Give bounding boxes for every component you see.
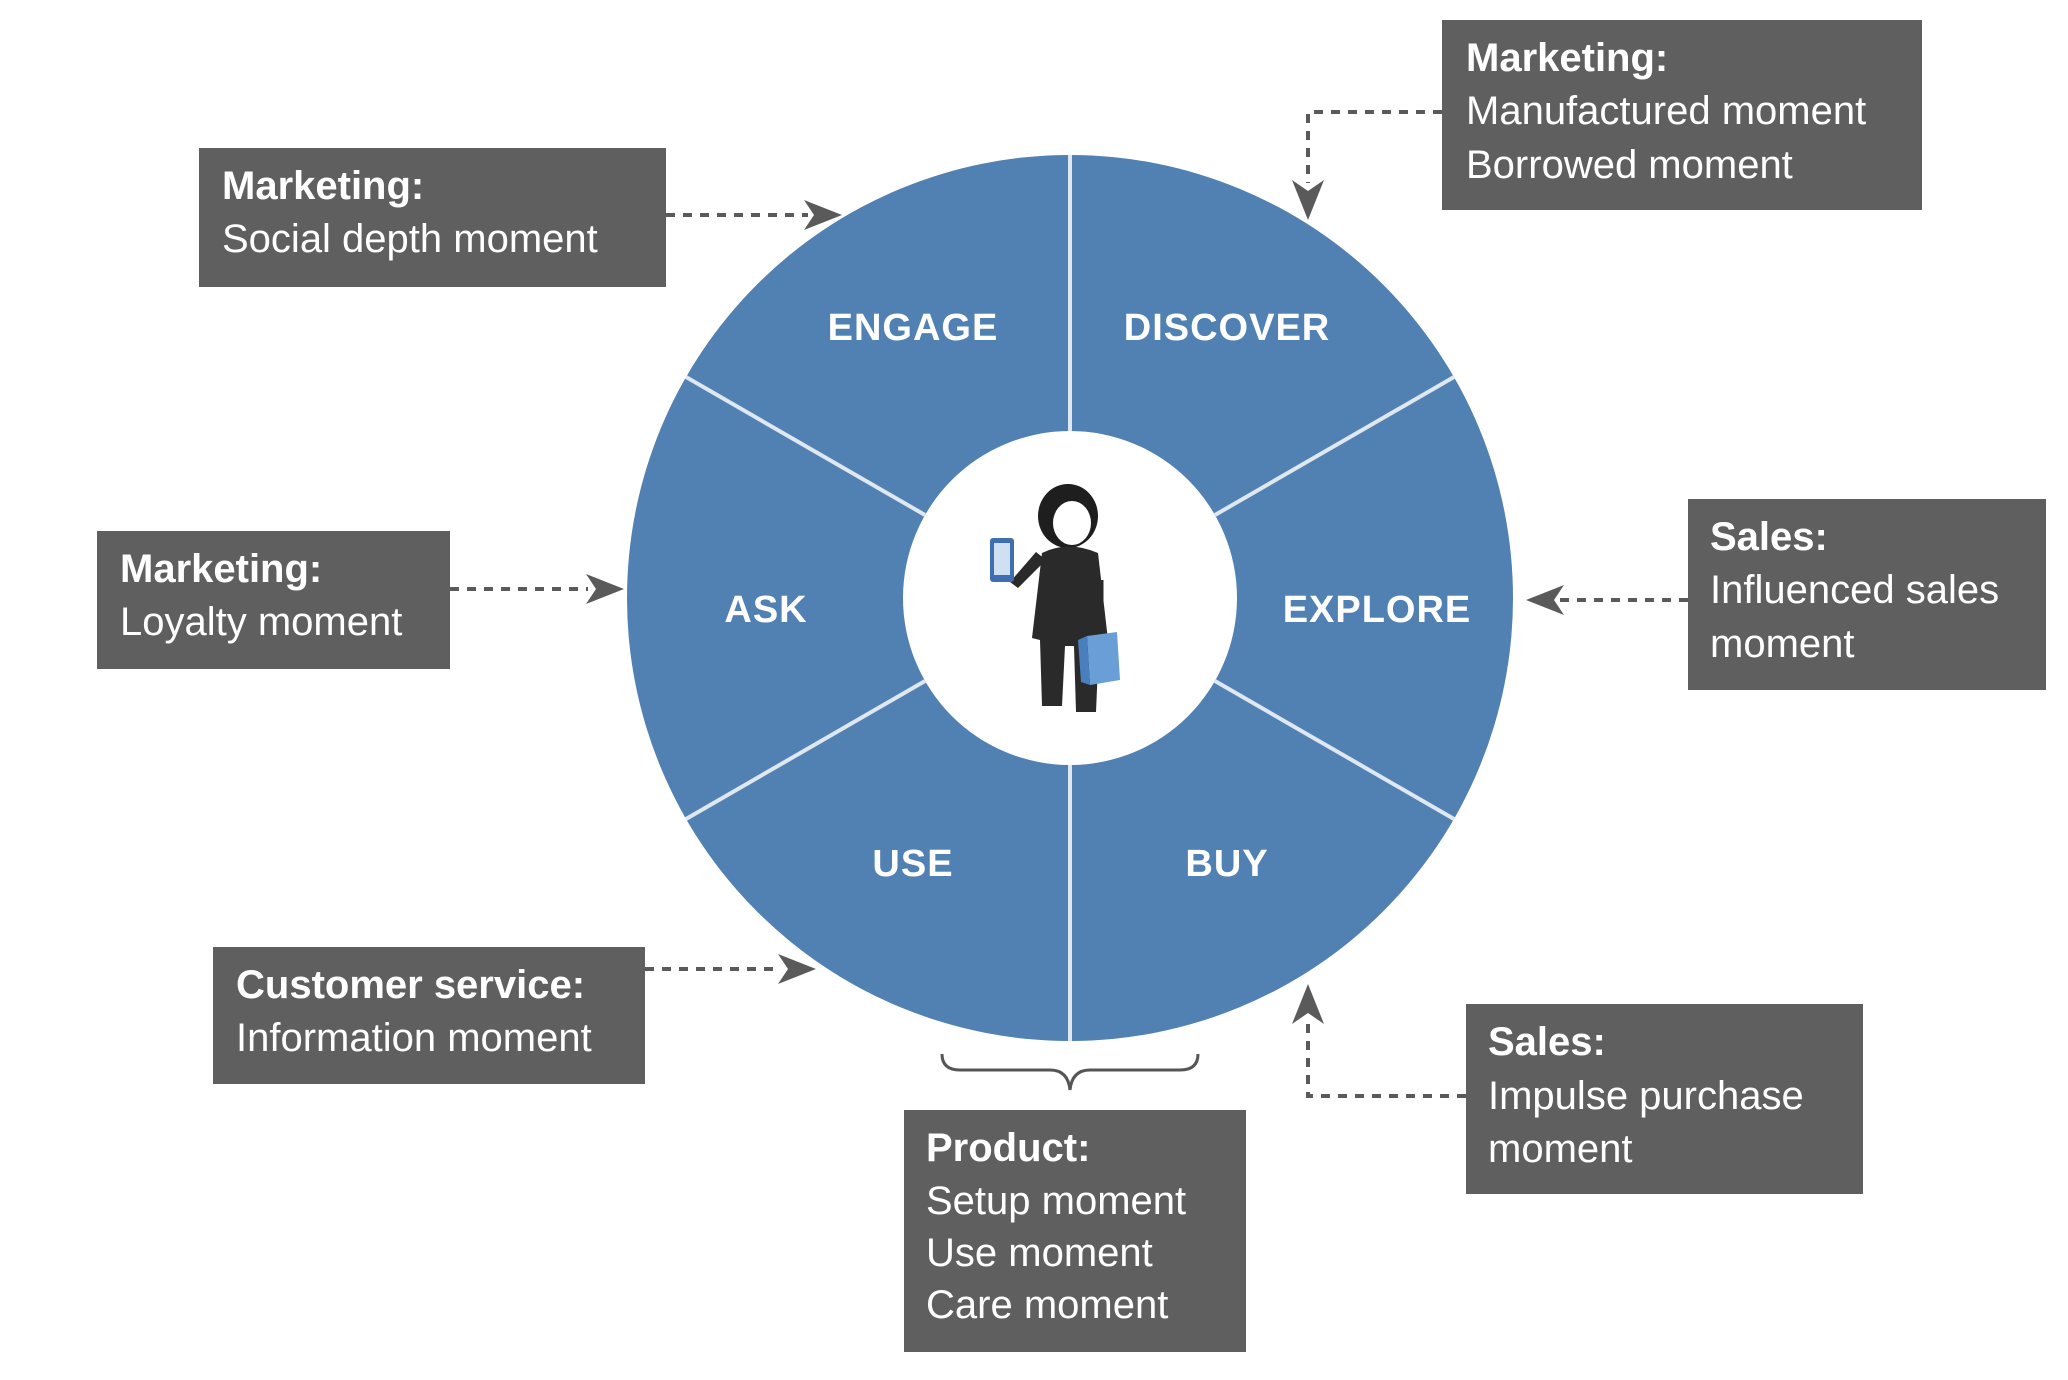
callout-influenced-sales: Sales: Influenced sales moment <box>1688 499 2046 690</box>
callout-title: Customer service: <box>236 963 585 1007</box>
callout-loyalty: Marketing: Loyalty moment <box>97 531 450 669</box>
arrow-information-to-use <box>645 954 816 984</box>
segment-label-engage: ENGAGE <box>828 307 999 349</box>
segment-label-explore: EXPLORE <box>1283 589 1472 631</box>
callout-information: Customer service: Information moment <box>213 947 645 1084</box>
arrow-impulse-to-buy <box>1292 984 1466 1098</box>
callout-title: Marketing: <box>222 164 424 208</box>
callout-social-depth: Marketing: Social depth moment <box>199 148 666 287</box>
shopper-with-phone-and-bag-icon <box>990 484 1120 712</box>
segment-label-ask: ASK <box>724 589 807 631</box>
arrow-manufactured-to-discover <box>1292 110 1442 220</box>
callout-title: Sales: <box>1488 1020 1606 1064</box>
wheel-divider <box>684 679 927 821</box>
product-brace <box>940 1053 1200 1091</box>
callout-line: Loyalty moment <box>120 600 402 644</box>
connector-arrows <box>450 110 1688 1098</box>
callout-line: Social depth moment <box>222 217 598 261</box>
callout-impulse-purchase: Sales: Impulse purchase moment <box>1466 1004 1863 1194</box>
callout-line: Information moment <box>236 1016 592 1060</box>
segment-label-buy: BUY <box>1185 843 1268 885</box>
segment-label-use: USE <box>872 843 953 885</box>
callout-title: Marketing: <box>1466 36 1668 80</box>
arrow-influenced-sales-to-explore <box>1526 585 1688 615</box>
callout-line: Manufactured moment <box>1466 89 1866 133</box>
callout-line: Borrowed moment <box>1466 143 1793 187</box>
callout-title: Product: <box>926 1126 1090 1170</box>
wheel-divider <box>1213 679 1456 821</box>
callout-line: Care moment <box>926 1283 1168 1327</box>
callout-line: Setup moment <box>926 1179 1186 1223</box>
callout-product: Product: Setup moment Use moment Care mo… <box>904 1110 1246 1352</box>
callout-line: moment <box>1710 622 1855 666</box>
callout-title: Marketing: <box>120 547 322 591</box>
callout-manufactured-borrowed: Marketing: Manufactured moment Borrowed … <box>1442 20 1922 210</box>
callout-line: moment <box>1488 1127 1633 1171</box>
wheel-divider <box>684 375 927 517</box>
callout-line: Impulse purchase <box>1488 1074 1804 1118</box>
wheel-divider <box>1213 375 1456 517</box>
callout-line: Influenced sales <box>1710 568 1999 612</box>
arrow-loyalty-to-ask <box>450 574 624 604</box>
segment-label-discover: DISCOVER <box>1124 307 1330 349</box>
arrow-social-depth-to-engage <box>666 200 842 230</box>
callout-title: Sales: <box>1710 515 1828 559</box>
callout-line: Use moment <box>926 1231 1153 1275</box>
